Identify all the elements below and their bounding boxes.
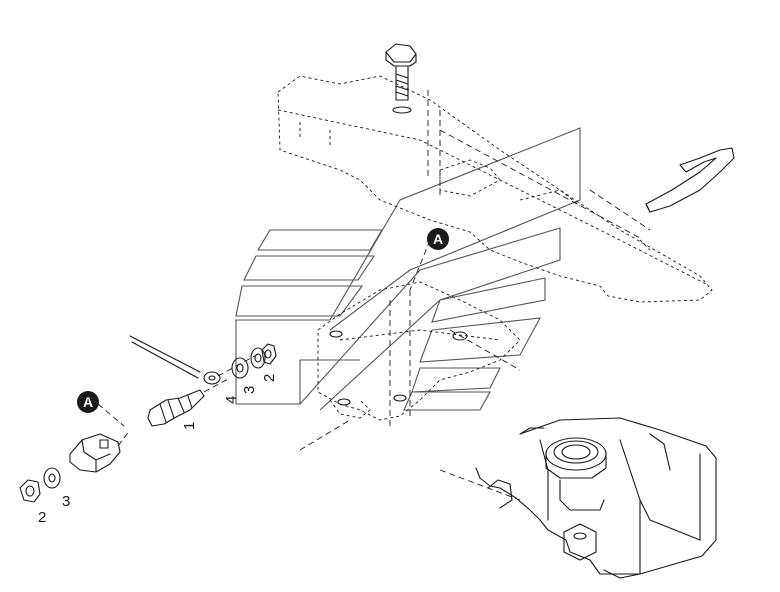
top-bolt [385, 43, 417, 114]
part-label-1: 1 [181, 422, 198, 430]
tank-housing [439, 417, 717, 579]
connector-plug [69, 429, 131, 473]
sensor-fitting [147, 377, 231, 427]
cable-assembly [129, 335, 221, 385]
part-label-2-right: 2 [261, 374, 278, 382]
middle-bracket [299, 281, 521, 451]
callout-a-lower: A [77, 391, 99, 413]
nut-2-right [261, 343, 277, 365]
strap-clip [645, 147, 735, 213]
upper-bracket [277, 75, 713, 303]
part-label-3-left: 3 [62, 493, 70, 510]
callout-a-lower-label: A [83, 394, 93, 410]
part-label-2-left: 2 [38, 509, 46, 526]
callout-a-upper: A [427, 228, 449, 250]
watermark-logo [235, 127, 581, 411]
part-label-3-right: 3 [241, 386, 258, 394]
washer-3-left [43, 467, 61, 489]
callout-a-upper-label: A [433, 231, 443, 247]
part-label-4: 4 [223, 396, 240, 404]
nut-2-left [19, 479, 41, 503]
